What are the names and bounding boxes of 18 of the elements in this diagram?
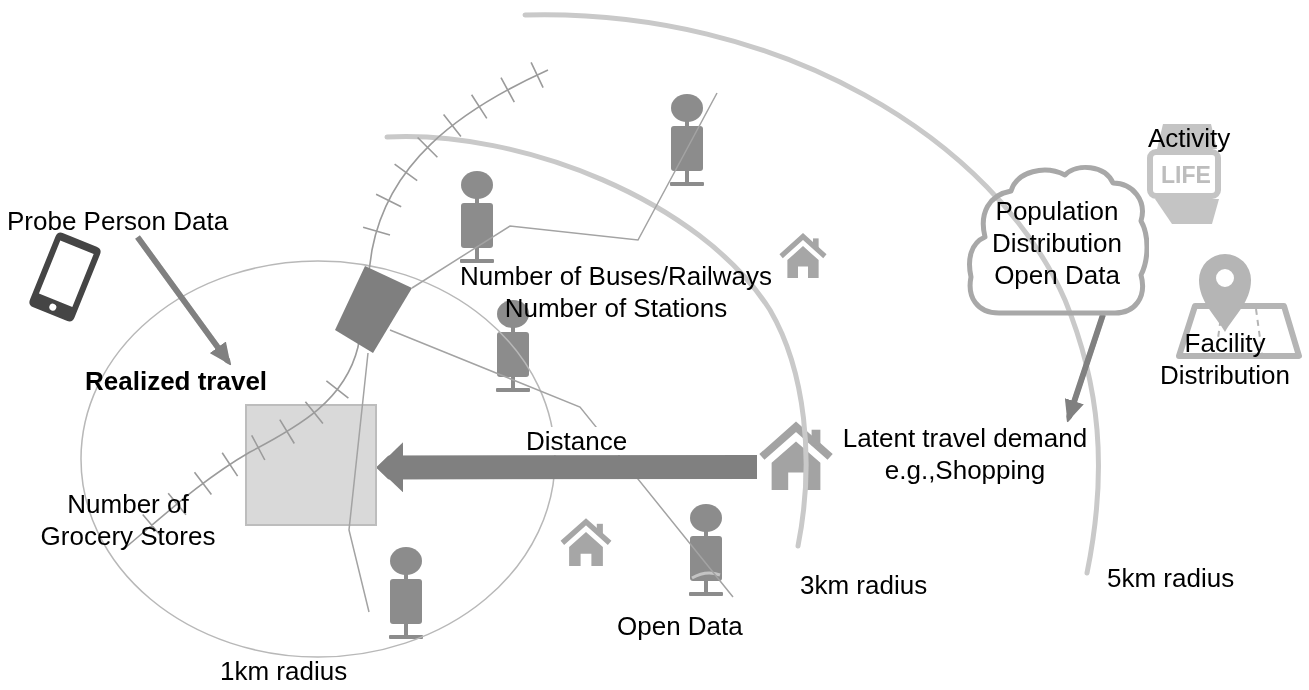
data-label: Open Data xyxy=(617,610,743,642)
radius-label: 1km radius xyxy=(220,655,348,687)
node-text: Population Distribution Open Data xyxy=(991,195,1123,291)
heading-label: Realized travel xyxy=(85,365,268,397)
category-label: Activity xyxy=(1148,122,1231,154)
house-icon xyxy=(757,420,835,490)
store-label: Number of Grocery Stores xyxy=(39,488,217,552)
arrow xyxy=(1064,313,1106,423)
category-label: Facility Distribution xyxy=(1158,327,1292,391)
arrow xyxy=(135,235,232,366)
store-area xyxy=(245,404,377,526)
screen-text: LIFE xyxy=(1161,163,1211,187)
source-label: Probe Person Data xyxy=(7,205,229,237)
demand-label: Latent travel demand e.g.,Shopping xyxy=(837,422,1093,486)
radius-label: 5km radius xyxy=(1107,562,1235,594)
radius-label: 3km radius xyxy=(800,569,928,601)
block-arrow xyxy=(376,442,758,493)
transit-label: Number of Buses/Railways Number of Stations xyxy=(458,260,774,324)
